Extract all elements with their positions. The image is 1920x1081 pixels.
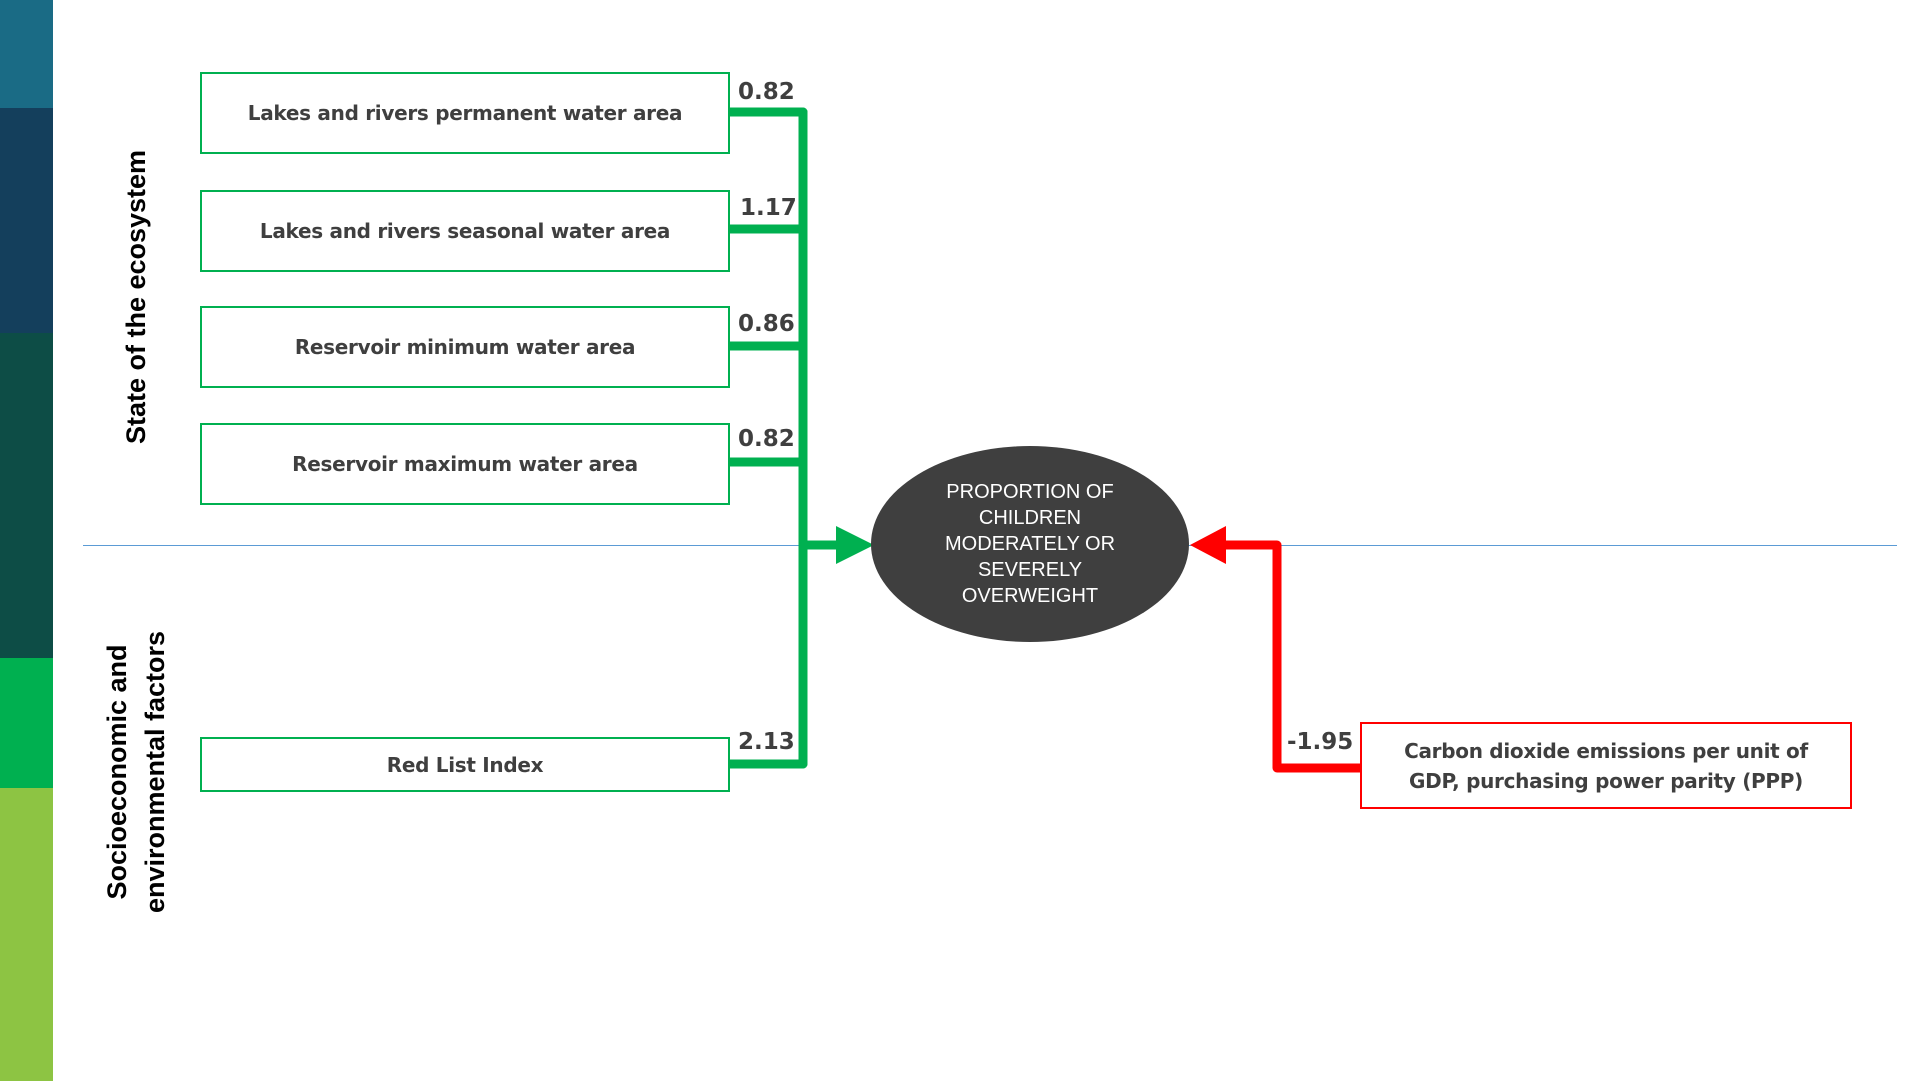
positive-arrowhead (836, 526, 874, 564)
factor-box-red-list-index: Red List Index (200, 737, 730, 792)
factor-box-seasonal-water: Lakes and rivers seasonal water area (200, 190, 730, 272)
negative-connectors (1190, 526, 1367, 773)
factor-label: Reservoir maximum water area (292, 452, 638, 476)
coefficient-reservoir-maximum: 0.82 (738, 426, 795, 452)
factor-label: Red List Index (386, 752, 544, 777)
color-strip-segment-2 (0, 108, 53, 333)
coefficient-permanent-water: 0.82 (738, 79, 795, 105)
factor-box-reservoir-minimum: Reservoir minimum water area (200, 306, 730, 388)
factor-label: Reservoir minimum water area (294, 335, 636, 359)
factor-box-reservoir-maximum: Reservoir maximum water area (200, 423, 730, 505)
factor-box-carbon-dioxide: Carbon dioxide emissions per unit of GDP… (1360, 722, 1852, 809)
factor-box-permanent-water: Lakes and rivers permanent water area (200, 72, 730, 154)
color-strip-segment-4 (0, 658, 53, 788)
factor-label: Carbon dioxide emissions per unit of GDP… (1404, 738, 1808, 793)
coefficient-carbon-dioxide: -1.95 (1287, 729, 1354, 755)
factor-label: Lakes and rivers permanent water area (247, 101, 683, 125)
positive-connectors (722, 107, 874, 769)
coefficient-reservoir-minimum: 0.86 (738, 311, 795, 337)
color-strip-segment-3 (0, 333, 53, 658)
outcome-ellipse: PROPORTION OF CHILDREN MODERATELY OR SEV… (871, 446, 1189, 642)
color-strip-segment-5 (0, 788, 53, 1081)
negative-connector-path (1217, 540, 1367, 773)
coefficient-red-list-index: 2.13 (738, 729, 795, 755)
outcome-label: PROPORTION OF CHILDREN MODERATELY OR SEV… (944, 481, 1116, 607)
negative-arrowhead (1190, 526, 1226, 564)
coefficient-seasonal-water: 1.17 (740, 195, 797, 221)
color-strip-segment-1 (0, 0, 53, 108)
factor-label: Lakes and rivers seasonal water area (259, 219, 671, 243)
